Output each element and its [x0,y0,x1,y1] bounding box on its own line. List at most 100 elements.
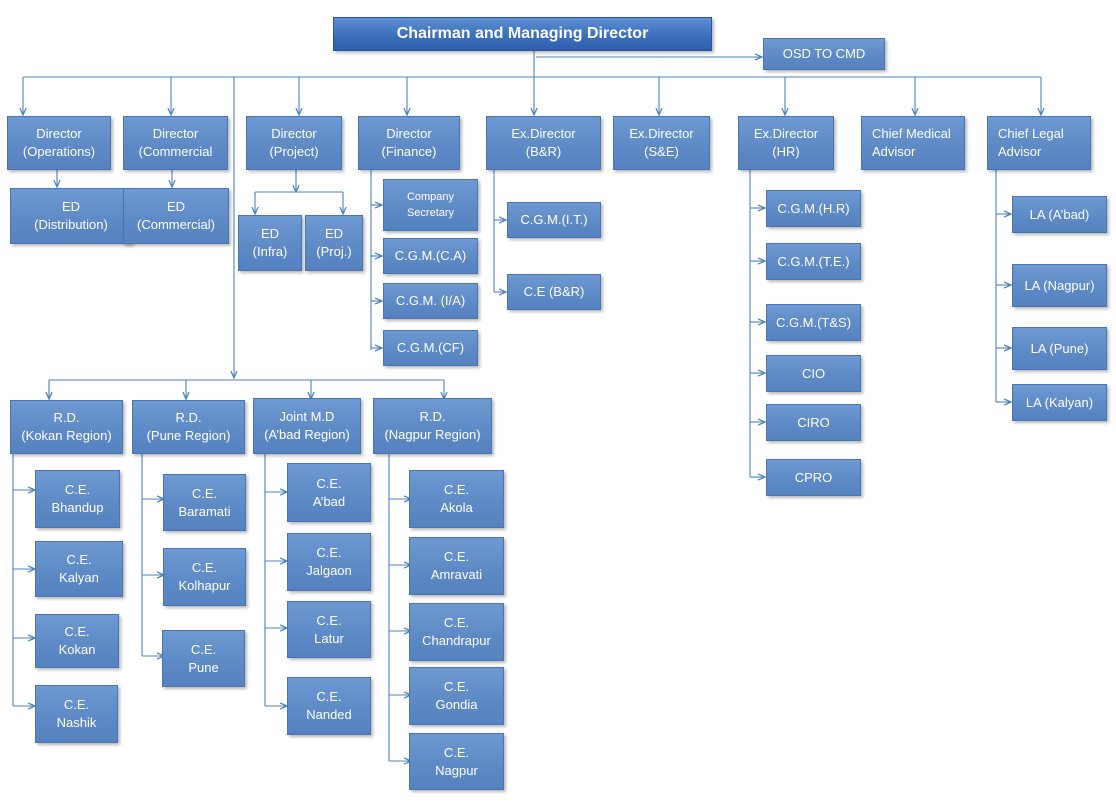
ed-proj-label: (Proj.) [316,244,352,259]
legal-unit-label: LA (A’bad) [1029,206,1090,222]
ce-box-label: C.E. [443,744,470,760]
finance-unit-label: Secretary [406,207,455,219]
ce-box: C.E. Nagpur [409,733,504,790]
ce-box: C.E.Baramati [163,474,246,531]
director-se-label: (S&E) [644,144,679,159]
director-fin-label: Director [386,126,432,141]
region-box-label: R.D. [53,410,80,425]
ce-box: C.E.Kolhapur [163,548,246,606]
ce-box-label: C.E. [443,679,470,694]
region-box-label: (Kokan Region) [21,428,112,443]
director-cma-label: Chief Medical [872,126,951,141]
hr-unit: C.G.M.(T.E.) [766,243,861,280]
ed-infra-label: (Infra) [252,244,288,259]
region-box-label: Joint M.D [279,409,335,424]
director-com: Director (Commercial [123,116,228,170]
ce-box-label: C.E. [443,615,470,630]
ed-distribution: ED (Distribution) [10,188,132,244]
ce-box-label: C.E. [316,545,342,560]
director-hr-label: Ex.Director [753,126,819,141]
finance-unit-label: Company [406,191,455,203]
legal-unit: LA (A’bad) [1012,196,1107,233]
ce-box: C.E. Jalgaon [287,533,371,591]
director-fin: Director (Finance) [358,116,460,170]
region-box: R.D.(Pune Region) [132,400,245,454]
ce-box-label: A’bad [312,493,346,509]
director-ops-label: Director [36,126,82,141]
finance-unit-label: C.G.M.(CF) [396,340,465,355]
ed-commercial-label: ED [166,199,186,214]
ed-distribution-label: ED [61,199,81,214]
ce-box: C.E.Latur [287,601,371,658]
legal-unit-label: LA (Nagpur) [1024,277,1095,293]
region-box-label: (Nagpur Region) [384,427,481,442]
ce-box-label: C.E. [66,552,92,567]
hr-unit: CIRO [766,404,861,441]
ce-box: C.E.Kokan [35,614,119,668]
legal-unit: LA (Nagpur) [1012,264,1107,307]
ed-infra-label: ED [260,226,280,241]
director-se: Ex.Director(S&E) [613,116,710,170]
ce-box-label: Nagpur [435,762,478,778]
ce-box-label: Kokan [58,642,96,657]
chairman-box: Chairman and Managing Director [333,17,712,51]
hr-unit: C.G.M.(T&S) [766,304,861,341]
director-cma-label: Advisor [872,144,916,159]
ce-box-label: Nanded [306,707,352,722]
director-fin-label: (Finance) [381,144,437,159]
finance-unit: C.G.M.(C.A) [383,238,478,274]
ce-box: C.E. Amravati [409,537,504,595]
br-unit: C.E (B&R) [507,274,601,310]
director-com-label: Director [152,126,199,141]
region-box-label: (Pune Region) [146,428,231,443]
director-proj-label: Director [271,126,317,141]
hr-unit-label: CIRO [797,414,830,430]
director-br: Ex.Director(B&R) [486,116,601,170]
ce-box-label: C.E. [190,641,217,657]
ce-box: C.E. Nanded [287,677,371,735]
region-box-label: (A’bad Region) [264,427,350,442]
ed-proj-label: ED [324,226,344,241]
ed-distribution-label: (Distribution) [34,217,108,232]
ce-box-label: Chandrapur [422,633,491,648]
director-cla-label: Advisor [998,144,1042,159]
ce-box-label: Kalyan [59,570,99,585]
director-proj-label: (Project) [269,144,319,159]
ce-box-label: Amravati [430,567,483,582]
director-ops-label: (Operations) [22,144,96,159]
br-unit-label: C.G.M.(I.T.) [520,212,588,227]
ce-box-label: C.E. [443,549,470,564]
ce-box: C.E.Pune [162,630,245,687]
ce-box-label: Jalgaon [306,563,352,578]
ce-box: C.E.Gondia [409,667,504,725]
hr-unit: CIO [766,355,861,392]
hr-unit-label: C.G.M.(H.R) [777,200,850,216]
hr-unit: CPRO [766,459,861,496]
director-br-label: (B&R) [525,144,562,159]
hr-unit-label: C.G.M.(T&S) [775,314,852,330]
region-box: R.D.(Nagpur Region) [373,398,492,454]
legal-unit-label: LA (Pune) [1030,340,1089,356]
osd-box-label: OSD TO CMD [782,46,866,61]
ce-box: C.E. Kalyan [35,541,123,597]
ce-box-label: C.E. [443,482,470,497]
ed-proj: ED (Proj.) [305,215,363,271]
director-cla-label: Chief Legal [998,126,1064,141]
osd-box: OSD TO CMD [763,38,885,70]
ce-box-label: Latur [314,630,344,646]
ce-box: C.E.Bhandup [35,470,120,528]
director-com-label: (Commercial [138,144,213,159]
hr-unit-label: CPRO [794,469,833,485]
hr-unit-label: C.G.M.(T.E.) [777,253,850,269]
region-box: Joint M.D (A’bad Region) [253,398,361,454]
ce-box-label: C.E. [316,689,342,704]
finance-unit-label: C.G.M.(C.A) [394,248,467,263]
director-hr-label: (HR) [772,144,800,159]
legal-unit-label: LA (Kalyan) [1025,394,1094,410]
director-ops: Director (Operations) [7,116,111,170]
ce-box: C.E.A’bad [287,463,371,522]
